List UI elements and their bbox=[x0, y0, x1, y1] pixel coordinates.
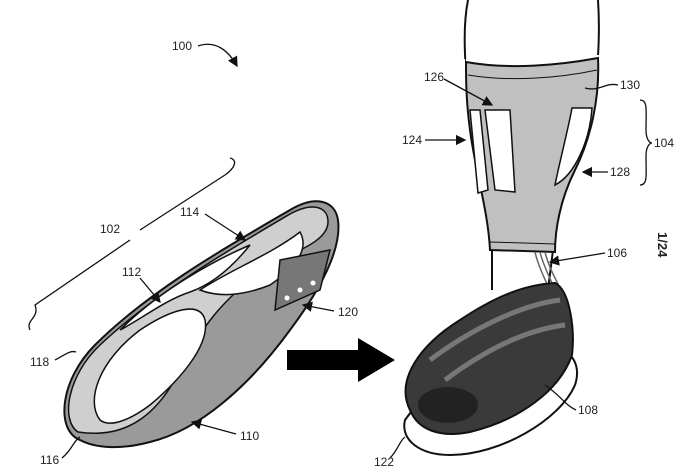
label-100: 100 bbox=[172, 39, 192, 53]
label-128: 128 bbox=[610, 165, 630, 179]
label-120: 120 bbox=[338, 305, 358, 319]
sheet-number: 1/24 bbox=[655, 232, 670, 258]
label-126: 126 bbox=[424, 70, 444, 84]
label-104: 104 bbox=[654, 136, 674, 150]
leader-lines bbox=[28, 43, 653, 459]
label-102: 102 bbox=[100, 222, 120, 236]
label-110: 110 bbox=[240, 429, 259, 443]
label-118: 118 bbox=[30, 355, 49, 369]
sleeve-sensor-126 bbox=[484, 109, 516, 193]
label-122: 122 bbox=[374, 455, 394, 469]
label-114: 114 bbox=[180, 205, 199, 219]
label-112: 112 bbox=[122, 265, 141, 279]
label-116: 116 bbox=[40, 453, 59, 467]
transition-arrow-icon bbox=[287, 338, 395, 382]
shoe bbox=[403, 281, 579, 457]
connector-port bbox=[274, 249, 332, 312]
label-124: 124 bbox=[402, 133, 422, 147]
label-130: 130 bbox=[620, 78, 640, 92]
sleeve bbox=[464, 56, 600, 291]
label-108: 108 bbox=[578, 403, 598, 417]
label-106: 106 bbox=[607, 246, 627, 260]
insole bbox=[63, 200, 340, 449]
